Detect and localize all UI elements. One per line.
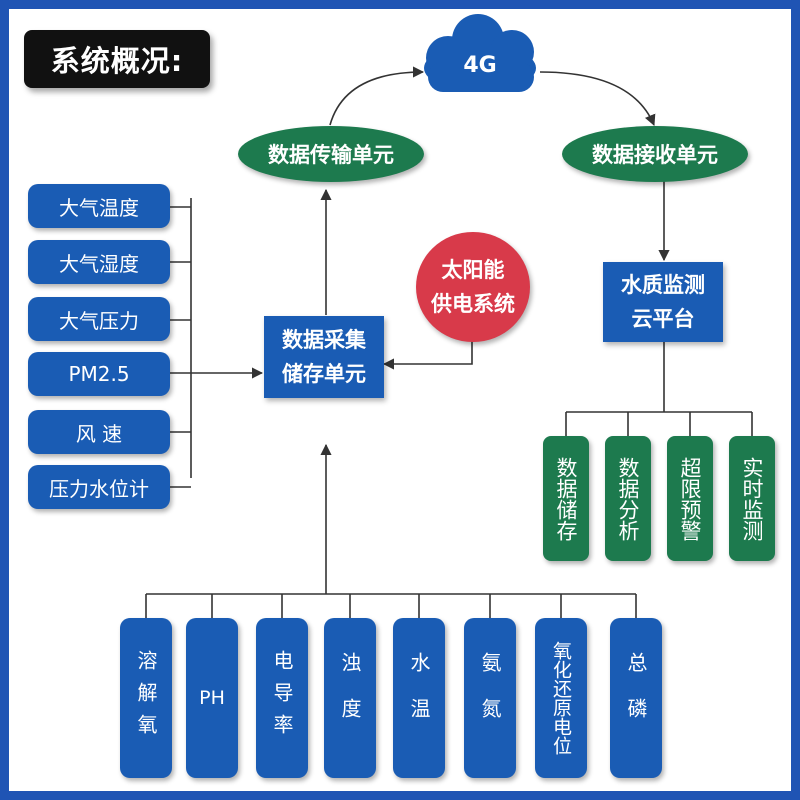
sensor-total-phosphorus: 总磷: [610, 618, 662, 778]
env-sensor-pm25: PM2.5: [28, 352, 170, 396]
solar-to-collect-arrow: [382, 340, 473, 370]
env-sensor-air-temperature: 大气温度: [28, 184, 170, 228]
cloud-label: 4G: [463, 52, 497, 78]
receive-unit-node: 数据接收单元: [562, 126, 748, 182]
cloud-platform-node: 水质监测 云平台: [603, 262, 723, 342]
solar-line1: 太阳能: [441, 258, 505, 282]
platform-line1: 水质监测: [621, 273, 705, 297]
collect-unit-line2: 储存单元: [282, 362, 366, 386]
cloud-icon: [424, 14, 536, 92]
env-sensor-air-pressure: 大气压力: [28, 297, 170, 341]
solar-power-node: 太阳能 供电系统: [416, 232, 530, 342]
page-title: 系统概况:: [24, 30, 210, 88]
feature-realtime-monitor: 实时监测: [729, 436, 775, 561]
feature-data-storage: 数据储存: [543, 436, 589, 561]
transmit-unit-node: 数据传输单元: [238, 126, 424, 182]
sensor-ammonia-nitrogen: 氨氮: [464, 618, 516, 778]
collect-unit-line1: 数据采集: [282, 328, 366, 352]
solar-line2: 供电系统: [431, 292, 515, 316]
feature-data-analysis: 数据分析: [605, 436, 651, 561]
collect-unit-node: 数据采集 储存单元: [264, 316, 384, 398]
transmit-to-cloud-arrow: [329, 66, 425, 126]
sensor-dissolved-oxygen: 溶解氧: [120, 618, 172, 778]
feature-limit-alarm: 超限预警: [667, 436, 713, 561]
sensor-ph: PH: [186, 618, 238, 778]
sensor-conductivity: 电导率: [256, 618, 308, 778]
env-sensor-water-level: 压力水位计: [28, 465, 170, 509]
env-sensor-air-humidity: 大气湿度: [28, 240, 170, 284]
sensor-turbidity: 浊度: [324, 618, 376, 778]
sensor-orp: 氧化还原电位: [535, 618, 587, 778]
cloud-to-receive-arrow: [539, 71, 656, 127]
sensor-water-temperature: 水温: [393, 618, 445, 778]
platform-line2: 云平台: [631, 307, 695, 331]
env-sensor-wind-speed: 风 速: [28, 410, 170, 454]
